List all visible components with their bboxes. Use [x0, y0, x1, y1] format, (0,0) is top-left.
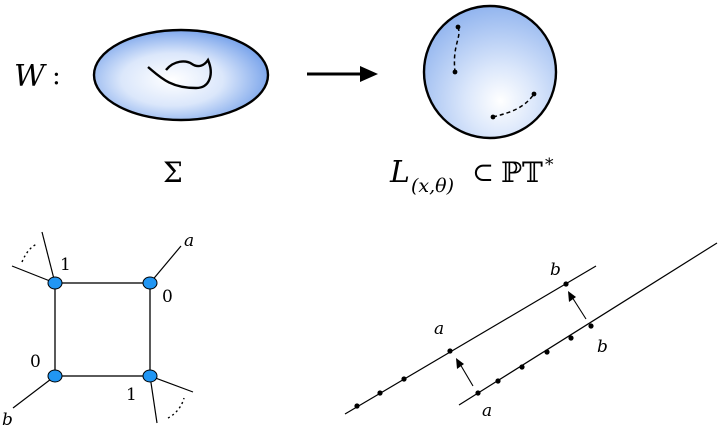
vertex-top-right: [142, 276, 158, 290]
handle-curve: [147, 57, 212, 90]
label-b-lower: b: [597, 337, 608, 357]
target-disk: [422, 4, 558, 140]
vertex-bottom-right: [142, 369, 158, 383]
label-a-upper: a: [434, 319, 444, 339]
target-label-main: L: [389, 155, 410, 190]
target-label-sub: (x,θ): [411, 175, 454, 197]
source-label: Σ: [163, 156, 183, 189]
dashed-path-right: [492, 93, 535, 118]
target-label: L (x,θ) ⊂ ℙ𝕋 *: [389, 155, 554, 197]
line-diagram: b a b a: [344, 242, 718, 421]
dotted-arc-top: [21, 243, 38, 263]
surface-ellipse: [92, 28, 270, 122]
map-lhs-symbol: W: [14, 59, 47, 94]
lower-line: [458, 242, 718, 406]
source-surface: [92, 28, 270, 122]
disk: [422, 4, 558, 140]
arrow-up-left: [456, 358, 464, 369]
target-label-star: *: [545, 155, 554, 175]
dotted-arc-bottom: [167, 397, 185, 419]
box-graph: 1 0 0 1 a b: [2, 231, 194, 430]
vertex-label-top-left: 1: [60, 255, 71, 275]
vertex-top-left: [47, 276, 63, 290]
target-label-space: ℙ𝕋: [501, 156, 543, 189]
target-label-subset: ⊂: [472, 158, 494, 188]
vertex-label-top-right: 0: [162, 287, 173, 307]
label-b-top: b: [550, 260, 561, 280]
upper-line: [344, 265, 597, 415]
external-label-b: b: [2, 410, 13, 430]
vertex-label-bottom-left: 0: [30, 352, 41, 372]
arrow-up-right: [568, 291, 576, 302]
map-arrow: [307, 66, 378, 82]
external-label-a: a: [184, 231, 194, 251]
label-a-bottom: a: [482, 401, 492, 421]
map-lhs-colon: :: [52, 61, 61, 91]
box-square: [54, 282, 151, 377]
map-label: W :: [14, 59, 61, 94]
dashed-path-left: [453, 26, 460, 73]
vertex-bottom-left: [47, 369, 63, 383]
vertex-label-bottom-right: 1: [126, 385, 137, 405]
